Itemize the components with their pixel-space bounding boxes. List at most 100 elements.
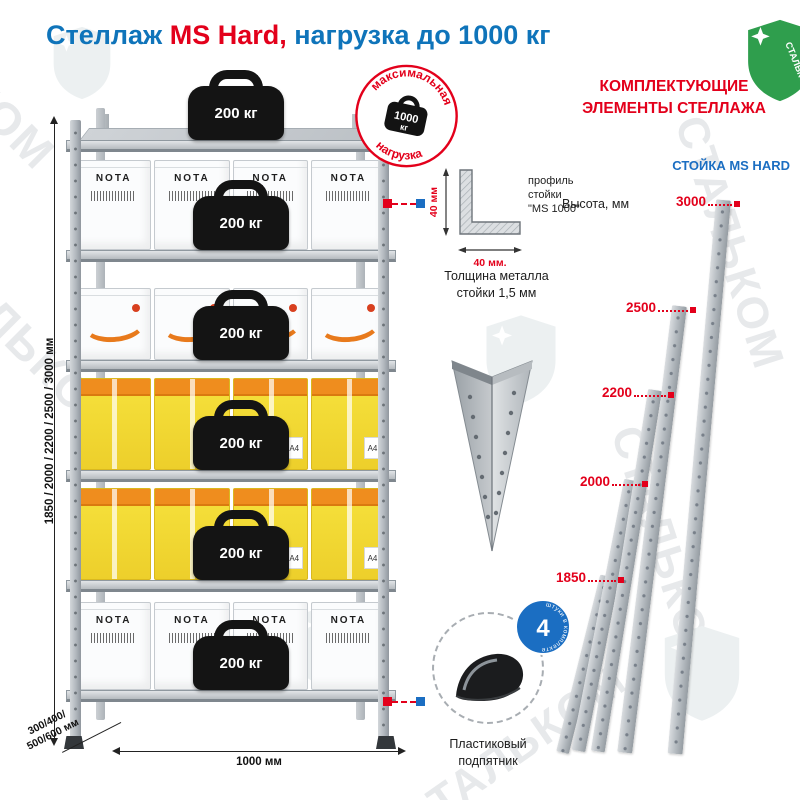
foot-label-line2: подпятник <box>458 753 518 768</box>
width-dimension-label: 1000 мм <box>236 756 282 768</box>
profile-caption-line3: "MS 1000" <box>528 203 580 215</box>
rack-foot <box>64 736 84 749</box>
post-height-label-1850: 1850 <box>556 570 625 585</box>
weight-label: 200 кг <box>219 214 263 232</box>
height-column-label: Высота, мм <box>562 197 630 211</box>
profile-dim-horizontal: 40 мм. <box>473 257 506 269</box>
red-square-icon <box>668 392 675 398</box>
box-brand-label: NOTA <box>95 615 132 626</box>
rack-foot <box>376 736 396 749</box>
box-brand-label: NOTA <box>174 173 210 184</box>
red-square-icon <box>734 201 741 207</box>
dotted-leader-icon <box>658 310 689 312</box>
box-brand-label: NOTA <box>174 615 210 626</box>
title-part-1: Стеллаж <box>46 20 170 50</box>
profile-callout-marker <box>383 199 425 208</box>
box-brand-label: NOTA <box>252 615 288 626</box>
height-dimension-line <box>54 122 55 742</box>
red-square-icon <box>690 307 697 313</box>
nota-box: NOTA <box>310 160 386 250</box>
box-brand-label: NOTA <box>95 173 132 184</box>
badge-weight-handle <box>397 95 420 109</box>
max-load-badge: максимальная нагрузка 1000 кг <box>341 52 470 185</box>
title-part-3: нагрузка до 1000 кг <box>286 20 551 50</box>
corner-post-illustration <box>451 360 533 552</box>
badge-quantity-number: 4 <box>536 615 550 642</box>
box-brand-label: NOTA <box>330 173 367 184</box>
rack-shelf <box>66 690 396 702</box>
paper-pack: А4 <box>310 378 386 470</box>
orange-mark-box <box>310 288 386 360</box>
post-profile-diagram: 40 мм 40 мм. профиль стойки "MS 1000" <box>428 158 580 283</box>
weight-200kg-icon: 200 кг <box>193 306 289 360</box>
rack-shelf <box>66 580 396 592</box>
components-header-line2: ЭЛЕМЕНТЫ СТЕЛЛАЖА <box>582 100 766 118</box>
barcode-icon <box>169 191 215 201</box>
thickness-line1: Толщина металла <box>444 269 549 283</box>
rack-shelf <box>66 470 396 482</box>
dotted-leader-icon <box>708 204 733 206</box>
weight-200kg-icon: 200 кг <box>193 636 289 690</box>
profile-caption-line2: стойки <box>528 189 562 201</box>
watermark-text: СТАЛЬКОМ <box>665 110 794 376</box>
title-part-2: MS Hard, <box>169 20 287 50</box>
shelving-rack-illustration: NOTA NOTA NOTA NOTA А4 А4 А4 А4 NOTA <box>60 86 405 763</box>
box-brand-label: NOTA <box>252 173 288 184</box>
dotted-leader-icon <box>634 395 667 397</box>
weight-label: 200 кг <box>219 324 263 342</box>
height-dimension-label: 1850 / 2000 / 2200 / 2500 / 3000 мм <box>44 337 56 525</box>
paper-size-label: А4 <box>285 437 303 459</box>
components-header-line1: КОМПЛЕКТУЮЩИЕ <box>599 78 749 95</box>
orange-dot-icon <box>366 304 375 313</box>
post-height-value: 2500 <box>626 300 657 315</box>
profile-dim-vertical: 40 мм <box>430 187 440 217</box>
arrow-down-icon <box>50 738 58 746</box>
blue-square-icon <box>416 697 425 706</box>
dashed-line-icon <box>392 202 416 205</box>
quantity-badge: штуки в комплекте 4 <box>515 599 571 655</box>
paper-pack <box>76 488 152 580</box>
weight-200kg-icon: 200 кг <box>193 196 289 250</box>
nota-box: NOTA <box>310 602 386 690</box>
weight-label: 200 кг <box>219 544 263 562</box>
rack-front-post <box>70 120 81 738</box>
post-height-label-2200: 2200 <box>602 385 675 400</box>
post-height-label-2500: 2500 <box>626 300 697 315</box>
page-title: Стеллаж MS Hard, нагрузка до 1000 кг <box>46 20 551 51</box>
nota-box: NOTA <box>76 160 152 250</box>
red-square-icon <box>383 199 392 208</box>
weight-label: 200 кг <box>214 104 258 122</box>
badge-weight-unit: кг <box>399 122 409 134</box>
components-header: КОМПЛЕКТУЮЩИЕ ЭЛЕМЕНТЫ СТЕЛЛАЖА <box>556 76 792 121</box>
rack-shelf <box>66 360 396 372</box>
blue-square-icon <box>416 199 425 208</box>
nota-box: NOTA <box>76 602 152 690</box>
orange-dot-icon <box>288 304 297 313</box>
thickness-line2: стойки 1,5 мм <box>456 285 537 300</box>
shield-watermark-icon <box>53 26 111 100</box>
badge-weight-body <box>384 101 428 136</box>
post-height-label-3000: 3000 <box>676 194 741 209</box>
weight-200kg-icon: 200 кг <box>193 526 289 580</box>
barcode-icon <box>325 633 372 643</box>
dotted-leader-icon <box>612 484 641 486</box>
arrow-up-icon <box>50 116 58 124</box>
weight-label: 200 кг <box>219 654 263 672</box>
width-dimension-line <box>118 751 400 752</box>
box-brand-label: NOTA <box>330 615 367 626</box>
post-height-value: 3000 <box>676 194 707 209</box>
paper-pack: А4 <box>310 488 386 580</box>
post-height-value: 1850 <box>556 570 587 585</box>
dotted-leader-icon <box>588 580 617 582</box>
post-height-value: 2000 <box>580 474 611 489</box>
badge-weight-value: 1000 <box>393 109 420 126</box>
post-height-label-2000: 2000 <box>580 474 649 489</box>
barcode-icon <box>90 191 137 201</box>
weight-200kg-icon: 200 кг <box>193 416 289 470</box>
metal-thickness-note: Толщина металла стойки 1,5 мм <box>424 268 569 302</box>
profile-caption-line1: профиль <box>528 175 574 187</box>
orange-mark-box <box>76 288 152 360</box>
dashed-line-icon <box>392 700 416 703</box>
plastic-foot-illustration <box>455 653 524 701</box>
weight-label: 200 кг <box>219 434 263 452</box>
